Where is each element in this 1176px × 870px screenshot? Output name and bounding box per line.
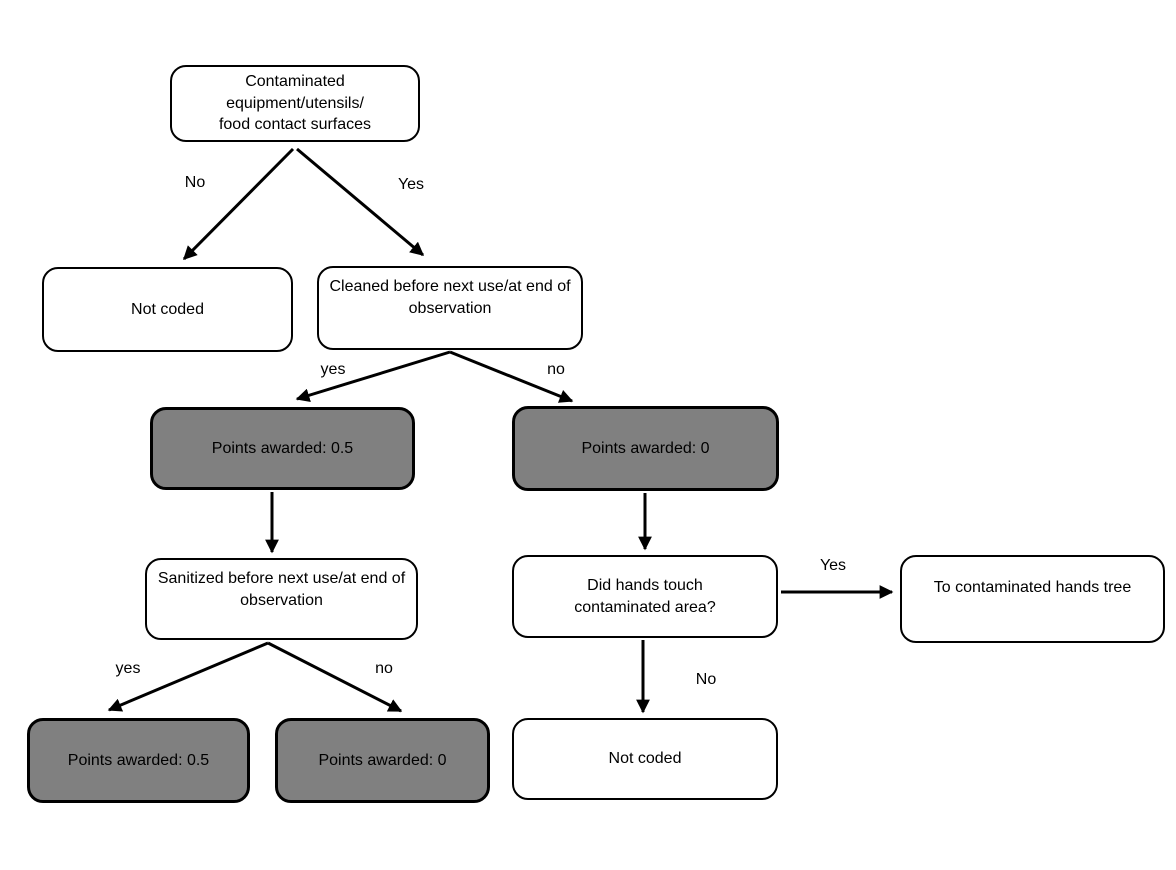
node-root: Contaminated equipment/utensils/ food co… — [170, 65, 420, 142]
node-points-zero-lower: Points awarded: 0 — [275, 718, 490, 803]
edge-label-sanitized-yes: yes — [115, 660, 141, 677]
node-points-zero-upper: Points awarded: 0 — [512, 406, 779, 491]
edge-label-hands-yes: Yes — [819, 557, 847, 574]
node-not-coded-bottom: Not coded — [512, 718, 778, 800]
node-sanitized: Sanitized before next use/at end of obse… — [145, 558, 418, 640]
edge-label-hands-no: No — [695, 671, 717, 688]
edge-root-no-arrow — [182, 147, 295, 261]
edge-label-root-no: No — [184, 174, 206, 191]
edge-label-root-yes: Yes — [397, 176, 425, 193]
node-did-hands-touch: Did hands touch contaminated area? — [512, 555, 778, 638]
edge-label-cleaned-no: no — [547, 361, 565, 378]
edge-label-sanitized-no: no — [375, 660, 393, 677]
node-not-coded-top: Not coded — [42, 267, 293, 352]
edge-root-yes-arrow — [296, 147, 425, 257]
node-points-half-lower: Points awarded: 0.5 — [27, 718, 250, 803]
edge-label-cleaned-yes: yes — [320, 361, 346, 378]
node-to-contaminated-hands-tree: To contaminated hands tree — [900, 555, 1165, 643]
node-cleaned: Cleaned before next use/at end of observ… — [317, 266, 583, 350]
node-points-half-upper: Points awarded: 0.5 — [150, 407, 415, 490]
